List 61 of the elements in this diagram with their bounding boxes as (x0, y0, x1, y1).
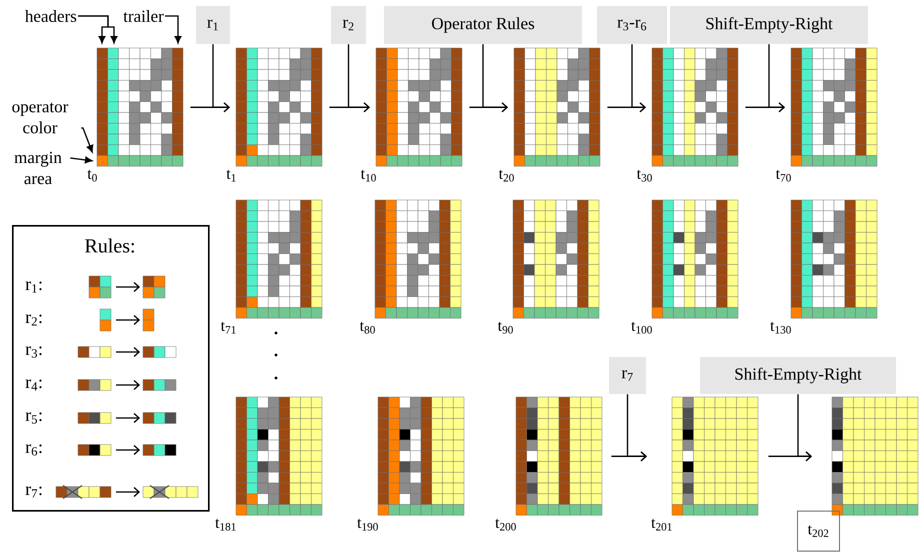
time-label: t$_{1}$ (226, 170, 236, 182)
annotation-label: headers (25, 10, 76, 22)
rule-tag: Shift-Empty-Right (700, 357, 896, 394)
rule-label: r$_{3}$: (26, 346, 42, 358)
arrow (482, 44, 508, 112)
time-label: t$_{201}$ (651, 518, 672, 531)
grid-drawing (832, 396, 918, 516)
rule-label: r$_{5}$: (26, 412, 42, 424)
grid-drawing (96, 48, 184, 166)
rule-label: r$_{7}$: (26, 486, 42, 498)
time-label: t$_{0}$ (87, 170, 97, 182)
time-label: t$_{90}$ (498, 322, 513, 334)
grid-drawing (672, 396, 758, 516)
time-label: t$_{200}$ (495, 518, 516, 531)
arrow (626, 394, 647, 462)
grid-drawing (236, 200, 322, 318)
grid-drawing (512, 200, 600, 318)
boxed-time-label: t$_{202}$ (797, 510, 840, 552)
rule-label: r$_{2}$: (26, 314, 42, 326)
grid-drawing (236, 396, 322, 516)
time-label: t$_{30}$ (636, 170, 652, 182)
grid-drawing (514, 48, 600, 166)
rule-tag: r$_{3}$-r$_{6}$ (597, 6, 667, 44)
annotation-label: margin area (14, 152, 62, 184)
grid-drawing (652, 48, 738, 166)
grid-drawing (378, 396, 464, 516)
grid-drawing (376, 48, 462, 166)
leader-line (78, 15, 118, 44)
rule-tag: Shift-Empty-Right (670, 6, 868, 44)
time-label: t$_{80}$ (360, 322, 375, 334)
time-label: t$_{181}$ (215, 518, 236, 531)
leader-line (164, 15, 182, 44)
arrow (631, 44, 646, 112)
time-label: t$_{71}$ (220, 322, 236, 334)
rule-tag: r$_{1}$ (196, 6, 230, 44)
arrow (212, 44, 230, 112)
time-label: t$_{70}$ (776, 170, 791, 182)
rule-label: r$_{1}$: (26, 281, 42, 293)
time-label: t$_{130}$ (770, 322, 791, 334)
rule-tag: r$_{7}$ (609, 357, 646, 394)
grid-drawing (652, 200, 738, 318)
annotation-label: trailer (123, 10, 164, 22)
rule-tag: r$_{2}$ (331, 6, 366, 44)
time-label: t$_{100}$ (631, 322, 652, 334)
grid-drawing (790, 200, 878, 318)
time-label: t$_{190}$ (357, 518, 378, 531)
rule-label: r$_{4}$: (26, 379, 42, 391)
grid-drawing (236, 48, 322, 166)
grid-drawing (516, 396, 602, 516)
time-label: t$_{10}$ (360, 170, 376, 182)
grid-drawing (374, 200, 462, 318)
rule-label: r$_{6}$: (26, 444, 42, 456)
leader-line (70, 156, 92, 164)
time-label: t$_{20}$ (498, 170, 514, 182)
arrow (797, 394, 812, 462)
arrow (768, 44, 785, 112)
arrow (348, 44, 370, 112)
rule-tag: Operator Rules (384, 6, 582, 44)
annotation-label: operator color (12, 102, 68, 134)
grid-drawing (790, 48, 878, 166)
leader-line (81, 127, 94, 153)
